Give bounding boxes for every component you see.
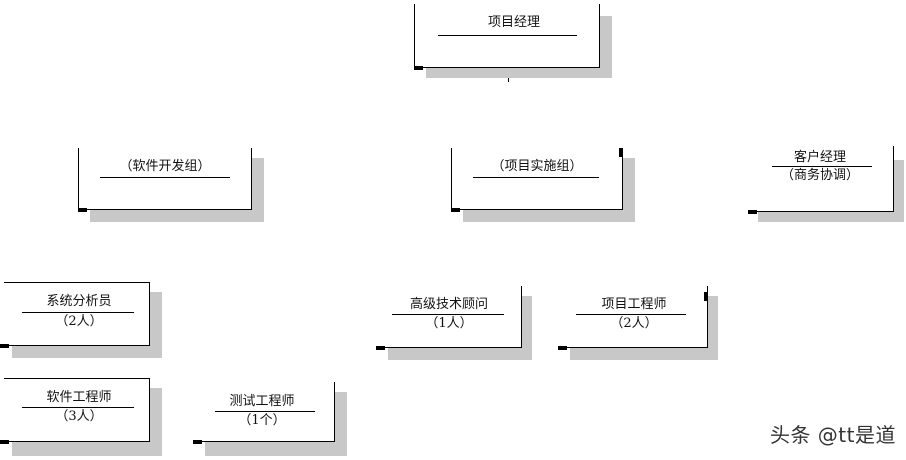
node-sublabel: （1人） — [425, 316, 473, 331]
label-underline — [392, 314, 504, 315]
node-project-engineer: 项目工程师 （2人） — [558, 286, 720, 362]
node-software-engineer: 软件工程师 （3人） — [0, 378, 164, 458]
node-sublabel: （1个） — [238, 413, 286, 428]
node-label: 测试工程师 — [229, 394, 295, 409]
label-underline — [100, 177, 230, 178]
watermark: 头条 @tt是道 — [769, 423, 896, 447]
label-underline — [22, 407, 134, 408]
node-sublabel: （商务协调） — [780, 168, 859, 183]
label-underline — [473, 177, 599, 178]
label-underline — [215, 411, 315, 412]
node-senior-consultant: 高级技术顾问 （1人） — [376, 286, 534, 362]
node-test-engineer: 测试工程师 （1个） — [193, 382, 349, 458]
node-sublabel: （2人） — [55, 314, 103, 329]
node-label: （项目实施组） — [491, 159, 583, 174]
node-label: 高级技术顾问 — [409, 297, 488, 312]
node-project-manager: 项目经理 — [414, 4, 614, 80]
node-label: 项目工程师 — [601, 297, 667, 312]
node-label: （软件开发组） — [119, 159, 211, 174]
node-account-manager: 客户经理 （商务协调） — [748, 146, 906, 224]
node-system-analyst: 系统分析员 （2人） — [0, 282, 164, 360]
node-label: 软件工程师 — [46, 390, 112, 405]
node-label: 系统分析员 — [46, 294, 112, 309]
label-underline — [22, 312, 134, 313]
label-underline — [576, 314, 686, 315]
node-sublabel: （3人） — [55, 409, 103, 424]
node-sublabel: （2人） — [610, 316, 658, 331]
label-underline — [438, 35, 577, 36]
node-label: 项目经理 — [487, 15, 540, 30]
node-implementation-group: （项目实施组） — [451, 148, 637, 224]
label-underline — [772, 166, 872, 167]
node-label: 客户经理 — [793, 150, 846, 165]
node-software-dev-group: （软件开发组） — [78, 148, 266, 224]
